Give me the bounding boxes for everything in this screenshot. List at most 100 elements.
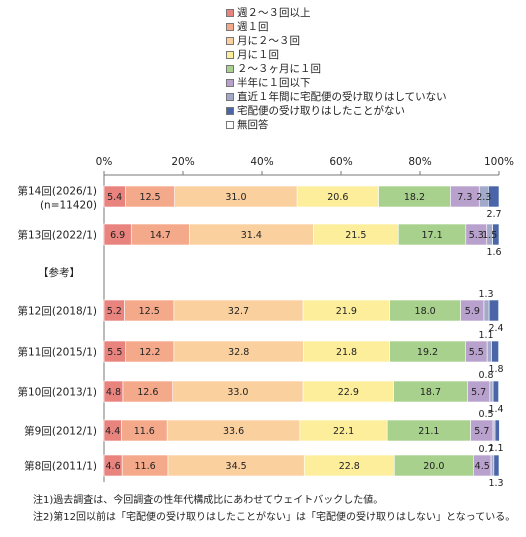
bar-row: 第9回(2012/1) 4.4 11.6 33.6 22.1 21.1 5.7 0.5 1.1: [24, 409, 503, 454]
data-label: 4.8: [106, 387, 121, 398]
data-label: 4.4: [105, 426, 120, 437]
data-label: 33.6: [223, 426, 244, 437]
data-label-outside: 1.1: [488, 443, 503, 454]
legend-swatch: [226, 37, 234, 45]
x-tick-label: 60%: [329, 156, 352, 168]
legend-item: 月に１回: [226, 48, 447, 62]
row-label: 第14回(2026/1): [18, 185, 98, 198]
row-label: 第13回(2022/1): [18, 229, 98, 242]
data-label: 5.7: [471, 387, 486, 398]
data-label: 20.0: [423, 461, 444, 472]
bar-segment: [488, 299, 499, 322]
data-label: 21.8: [336, 347, 357, 358]
legend-swatch: [226, 121, 234, 129]
data-label: 12.5: [139, 306, 160, 317]
data-label: 5.2: [107, 306, 122, 317]
data-label: 1.5: [482, 230, 497, 241]
note-1: 注1)過去調査は、今回調査の性年代構成比にあわせてウェイトバックした値。: [33, 495, 384, 506]
row-label: 第11回(2015/1): [18, 346, 98, 359]
bar-segment: [491, 340, 499, 363]
chart-notes: 注1)過去調査は、今回調査の性年代構成比にあわせてウェイトバックした値。 注2)…: [33, 492, 515, 526]
data-label: 18.7: [420, 387, 441, 398]
data-label: 5.5: [469, 347, 484, 358]
data-label: 31.0: [225, 192, 246, 203]
data-label-outside: 1.8: [488, 364, 503, 375]
data-label: 11.6: [135, 461, 156, 472]
data-label: 22.8: [339, 461, 360, 472]
row-label: 第9回(2012/1): [24, 425, 97, 438]
x-tick-label: 0%: [96, 156, 113, 168]
legend-label: 半年に１回以下: [237, 77, 311, 89]
data-label-outside: 0.7: [478, 444, 493, 455]
legend-label: 月に１回: [237, 49, 279, 61]
data-label-outside: 0.5: [478, 409, 493, 420]
data-label: 34.5: [226, 461, 247, 472]
legend-item: 月に２～３回: [226, 34, 447, 48]
data-label: 7.3: [457, 192, 472, 203]
legend-item: 週２～３回以上: [226, 6, 447, 20]
bar-segment: [489, 380, 494, 403]
data-label: 18.2: [404, 192, 425, 203]
data-label: 22.1: [333, 426, 354, 437]
legend-swatch: [226, 51, 234, 59]
legend-swatch: [226, 79, 234, 87]
data-label: 14.7: [150, 230, 171, 241]
data-label: 5.5: [107, 347, 122, 358]
legend-item: 宅配便の受け取りはしたことがない: [226, 104, 447, 118]
legend-label: 月に２～３回: [237, 35, 300, 47]
x-tick-label: 100%: [484, 156, 514, 168]
data-label: 18.0: [415, 306, 436, 317]
legend-item: 直近１年間に宅配便の受け取りはしていない: [226, 90, 447, 104]
bar-segment: [490, 454, 495, 477]
data-label: 5.9: [465, 306, 480, 317]
data-label: 21.1: [418, 426, 439, 437]
bar-row: 第8回(2011/1) 4.6 11.6 34.5 22.8 20.0 4.5 0.7 1.3: [24, 444, 503, 489]
legend-swatch: [226, 93, 234, 101]
bar-segment: [493, 454, 500, 477]
chart-legend: 週２～３回以上週１回月に２～３回月に１回 ２～３ヶ月に１回半年に１回以下直近１年間…: [226, 6, 447, 132]
data-label: 5.3: [469, 230, 484, 241]
data-label-outside: 1.6: [486, 247, 501, 258]
data-label: 2.3: [476, 192, 491, 203]
data-label: 11.6: [134, 426, 155, 437]
bar-segment: [494, 419, 500, 442]
legend-swatch: [226, 23, 234, 31]
data-label: 5.4: [107, 192, 122, 203]
data-label-outside: 0.8: [478, 370, 493, 381]
legend-item: 半年に１回以下: [226, 76, 447, 90]
legend-label: ２～３ヶ月に１回: [237, 63, 321, 75]
bar-segment: [488, 185, 500, 208]
data-label: 22.9: [338, 387, 359, 398]
legend-label: 無回答: [237, 119, 269, 131]
data-label: 32.7: [228, 306, 249, 317]
row-label: 第8回(2011/1): [24, 460, 97, 473]
data-label: 12.6: [137, 387, 158, 398]
section-label: 【参考】: [38, 266, 80, 279]
data-label-outside: 1.3: [488, 478, 503, 489]
data-label-outside: 2.7: [486, 209, 501, 220]
legend-item: 週１回: [226, 20, 447, 34]
legend-label: 週１回: [237, 21, 269, 33]
legend-label: 週２～３回以上: [237, 7, 311, 19]
bar-segment: [492, 380, 499, 403]
data-label: 4.5: [475, 461, 490, 472]
data-label: 6.9: [110, 230, 125, 241]
data-label: 4.6: [106, 461, 121, 472]
data-label: 32.8: [228, 347, 249, 358]
data-label: 5.7: [474, 426, 489, 437]
note-2: 注2)第12回以前は「宅配便の受け取りはしたことがない」は「宅配便の受け取りはし…: [33, 512, 516, 523]
row-sublabel: (n=11420): [40, 200, 97, 212]
bar-segment: [492, 223, 500, 246]
legend-swatch: [226, 107, 234, 115]
data-label-outside: 1.4: [488, 404, 503, 415]
data-label-outside: 2.4: [488, 323, 503, 334]
legend-item: ２～３ヶ月に１回: [226, 62, 447, 76]
x-tick-label: 80%: [408, 156, 431, 168]
data-label: 12.5: [139, 192, 160, 203]
data-label: 31.4: [241, 230, 262, 241]
row-label: 第12回(2018/1): [18, 305, 98, 318]
